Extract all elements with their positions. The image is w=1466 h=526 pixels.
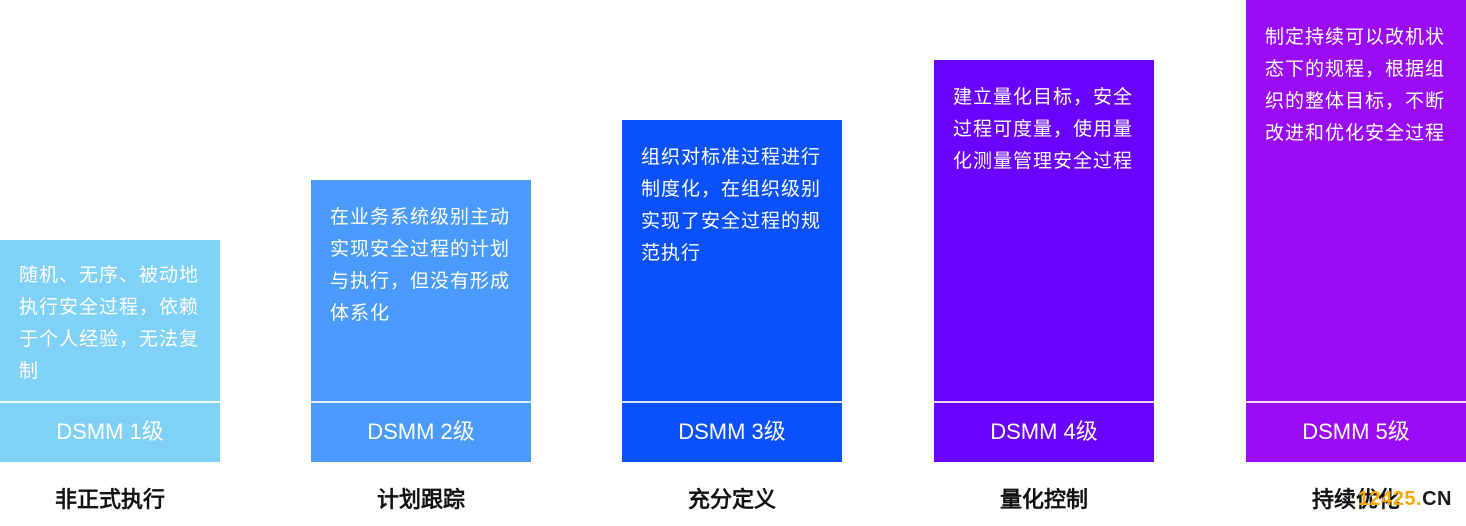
level-2-band: DSMM 2级 <box>311 401 531 461</box>
watermark-logo: 12425.CN <box>1358 488 1452 511</box>
level-2-box <box>311 180 531 462</box>
level-2-name: 计划跟踪 <box>376 488 465 513</box>
watermark-number: 12425 <box>1357 488 1417 510</box>
level-5-description: 制定持续可以改机状态下的规程，根据组织的整体目标，不断改进和优化安全过程 <box>1265 26 1446 144</box>
level-1-box <box>0 240 220 462</box>
level-5-box <box>1246 0 1466 462</box>
watermark-dot: . <box>1416 488 1423 510</box>
level-1-band: DSMM 1级 <box>0 401 220 461</box>
level-4-name: 量化控制 <box>999 488 1088 513</box>
level-3-name: 充分定义 <box>687 488 776 513</box>
level-4-description: 建立量化目标，安全过程可度量，使用量化测量管理安全过程 <box>953 86 1134 172</box>
level-4-box <box>934 60 1154 462</box>
level-5-band: DSMM 5级 <box>1246 401 1466 461</box>
level-3-box <box>622 120 842 462</box>
level-5-name: 持续优化 <box>1311 488 1400 513</box>
level-3-description: 组织对标准过程进行制度化，在组织级别实现了安全过程的规范执行 <box>641 146 822 264</box>
level-1-description: 随机、无序、被动地执行安全过程，依赖于个人经验，无法复制 <box>19 264 200 382</box>
watermark-suffix: CN <box>1422 488 1452 510</box>
level-2-description: 在业务系统级别主动实现安全过程的计划与执行，但没有形成体系化 <box>330 206 511 324</box>
level-1-name: 非正式执行 <box>54 488 165 513</box>
level-3-band: DSMM 3级 <box>622 401 842 461</box>
level-4-band: DSMM 4级 <box>934 401 1154 461</box>
